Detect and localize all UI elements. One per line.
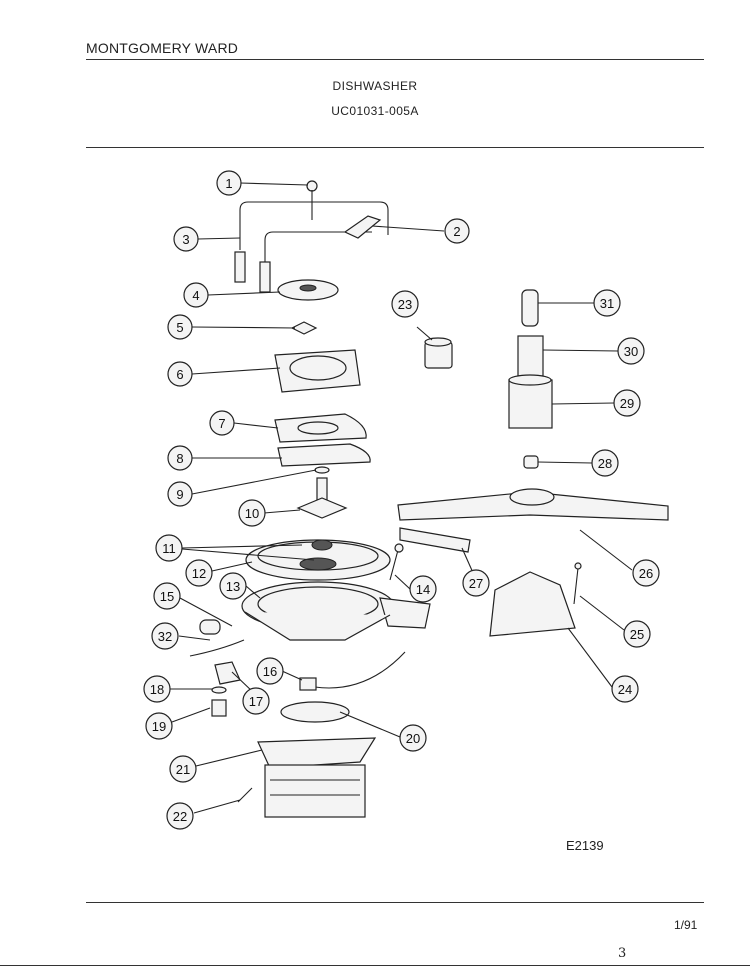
svg-text:2: 2 (453, 224, 460, 239)
callout-18: 18 (143, 675, 171, 703)
svg-text:9: 9 (176, 487, 183, 502)
model-number: UC01031-005A (331, 104, 419, 118)
page-mark: 3 (618, 946, 627, 961)
callout-5: 5 (167, 314, 193, 340)
svg-text:16: 16 (263, 664, 277, 679)
callout-26: 26 (632, 559, 660, 587)
callout-3: 3 (173, 226, 199, 252)
svg-text:28: 28 (598, 456, 612, 471)
callout-14: 14 (409, 575, 437, 603)
callout-22: 22 (166, 802, 194, 830)
callouts: 1 2 3 4 5 6 7 8 9 10 11 12 13 14 15 16 1… (143, 170, 660, 830)
svg-text:10: 10 (245, 506, 259, 521)
callout-9: 9 (167, 481, 193, 507)
leader-lines (170, 182, 633, 814)
svg-text:5: 5 (176, 320, 183, 335)
callout-29: 29 (613, 389, 641, 417)
callout-17: 17 (242, 687, 270, 715)
callout-24: 24 (611, 675, 639, 703)
callout-31: 31 (593, 289, 621, 317)
callout-27: 27 (462, 569, 490, 597)
callout-15: 15 (153, 582, 181, 610)
svg-text:1: 1 (225, 176, 232, 191)
svg-text:19: 19 (152, 719, 166, 734)
callout-21: 21 (169, 755, 197, 783)
svg-text:32: 32 (158, 629, 172, 644)
svg-text:27: 27 (469, 576, 483, 591)
svg-text:24: 24 (618, 682, 632, 697)
appliance-title: DISHWASHER (332, 79, 418, 93)
svg-text:7: 7 (218, 416, 225, 431)
callout-7: 7 (209, 410, 235, 436)
callout-23: 23 (391, 290, 419, 318)
page-bottom-rule (0, 965, 750, 966)
svg-text:13: 13 (226, 579, 240, 594)
callout-12: 12 (185, 559, 213, 587)
callout-2: 2 (444, 218, 470, 244)
svg-text:22: 22 (173, 809, 187, 824)
parts-drawing (189, 180, 669, 818)
svg-text:18: 18 (150, 682, 164, 697)
callout-8: 8 (167, 445, 193, 471)
svg-text:12: 12 (192, 566, 206, 581)
callout-1: 1 (216, 170, 242, 196)
callout-13: 13 (219, 572, 247, 600)
callout-10: 10 (238, 499, 266, 527)
callout-28: 28 (591, 449, 619, 477)
callout-4: 4 (183, 282, 209, 308)
callout-6: 6 (167, 361, 193, 387)
footer-rule (86, 902, 704, 903)
callout-11: 11 (155, 534, 183, 562)
callout-19: 19 (145, 712, 173, 740)
svg-text:25: 25 (630, 627, 644, 642)
callout-25: 25 (623, 620, 651, 648)
figure-code: E2139 (566, 838, 604, 853)
header-divider (86, 147, 704, 148)
svg-text:6: 6 (176, 367, 183, 382)
callout-30: 30 (617, 337, 645, 365)
svg-text:26: 26 (639, 566, 653, 581)
svg-text:8: 8 (176, 451, 183, 466)
header-rule (86, 59, 704, 60)
callout-32: 32 (151, 622, 179, 650)
page-date: 1/91 (674, 918, 698, 932)
svg-text:30: 30 (624, 344, 638, 359)
svg-text:31: 31 (600, 296, 614, 311)
svg-text:23: 23 (398, 297, 412, 312)
svg-text:11: 11 (162, 541, 176, 556)
svg-text:14: 14 (416, 582, 430, 597)
svg-text:21: 21 (176, 762, 190, 777)
svg-text:20: 20 (406, 731, 420, 746)
svg-text:3: 3 (182, 232, 189, 247)
callout-20: 20 (399, 724, 427, 752)
callout-16: 16 (256, 657, 284, 685)
svg-text:4: 4 (192, 288, 199, 303)
svg-text:15: 15 (160, 589, 174, 604)
svg-text:29: 29 (620, 396, 634, 411)
brand-title: MONTGOMERY WARD (86, 40, 239, 56)
svg-text:17: 17 (249, 694, 263, 709)
